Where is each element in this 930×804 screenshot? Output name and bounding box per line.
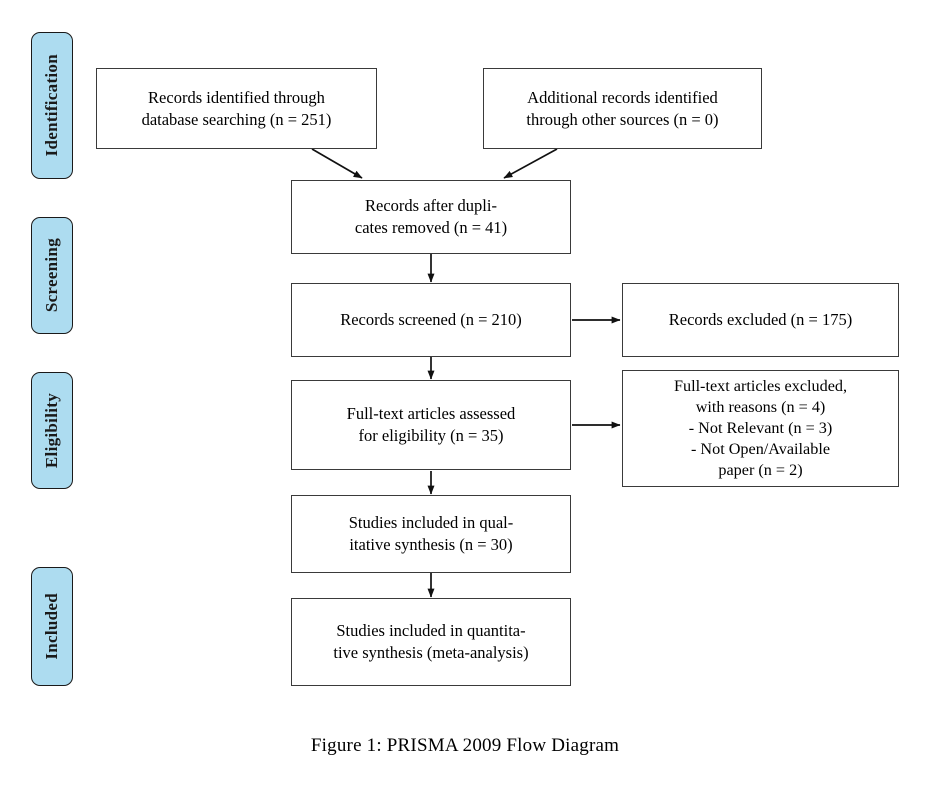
box-records-after-duplicates-removed: Records after dupli- cates removed (n = … <box>291 180 571 254</box>
edge-additional-to-dupes <box>503 148 558 179</box>
box-text-quantitative-synthesis: Studies included in quantita- tive synth… <box>333 621 529 662</box>
stage-pill-included: Included <box>31 567 73 686</box>
box-records-excluded: Records excluded (n = 175) <box>622 283 899 357</box>
box-text-additional-records-other-sources: Additional records identified through ot… <box>526 87 719 129</box>
box-fulltext-assessed: Full-text articles assessed for eligibil… <box>291 380 571 470</box>
box-fulltext-excluded: Full-text articles excluded, with reason… <box>622 370 899 487</box>
box-text-fulltext-assessed: Full-text articles assessed for eligibil… <box>346 404 516 445</box>
box-text-qualitative-synthesis: Studies included in qual- itative synthe… <box>348 513 514 554</box>
box-quantitative-synthesis: Studies included in quantita- tive synth… <box>291 598 571 686</box>
stage-pill-identification: Identification <box>31 32 73 179</box>
stage-pill-eligibility: Eligibility <box>31 372 73 489</box>
box-text-fulltext-excluded: Full-text articles excluded, with reason… <box>673 376 848 480</box>
stage-label-identification: Identification <box>42 54 61 157</box>
box-additional-records-other-sources: Additional records identified through ot… <box>483 68 762 149</box>
box-qualitative-synthesis: Studies included in qual- itative synthe… <box>291 495 571 573</box>
edge-identified-to-dupes <box>311 148 363 179</box>
box-records-screened: Records screened (n = 210) <box>291 283 571 357</box>
stage-label-included: Included <box>42 593 61 660</box>
stage-label-eligibility: Eligibility <box>42 392 61 469</box>
box-records-identified-database: Records identified through database sear… <box>96 68 377 149</box>
stage-pill-screening: Screening <box>31 217 73 334</box>
box-text-records-identified-database: Records identified through database sear… <box>141 87 332 129</box>
stage-label-screening: Screening <box>42 238 61 313</box>
figure-caption: Figure 1: PRISMA 2009 Flow Diagram <box>310 735 620 756</box>
box-text-records-after-duplicates-removed: Records after dupli- cates removed (n = … <box>354 196 508 237</box>
box-text-records-screened: Records screened (n = 210) <box>340 310 522 330</box>
box-text-records-excluded: Records excluded (n = 175) <box>668 310 853 330</box>
